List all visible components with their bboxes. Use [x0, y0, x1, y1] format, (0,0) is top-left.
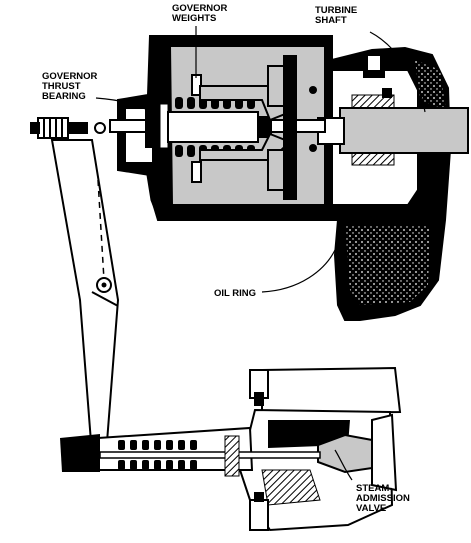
- label-oil-ring: OIL RING: [214, 288, 257, 299]
- label-governor-thrust-bearing: GOVERNOR THRUST BEARING: [42, 71, 98, 102]
- label-turbine-shaft: TURBINE SHAFT: [315, 5, 358, 26]
- valve-stem: [99, 451, 321, 459]
- governor-spindle: [109, 103, 326, 149]
- valve-spring: [118, 435, 240, 477]
- leader-lines: [95, 26, 426, 481]
- valve-body: [60, 366, 402, 532]
- turbine-shaft: [317, 107, 469, 154]
- governor-weights: [191, 55, 317, 200]
- governor-lever: [50, 139, 120, 456]
- oil-ring: [146, 174, 162, 221]
- label-steam-admission-valve: STEAM- ADMISSION VALVE: [356, 483, 410, 514]
- adjusting-nut: [30, 117, 106, 139]
- label-governor-weights: GOVERNOR WEIGHTS: [172, 3, 228, 24]
